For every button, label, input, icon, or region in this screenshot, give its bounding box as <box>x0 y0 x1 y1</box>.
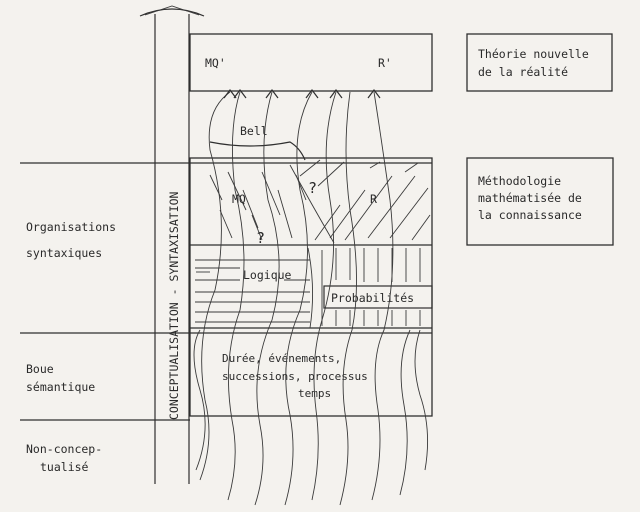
label-organisations-line2: syntaxiques <box>26 246 102 260</box>
region-bell: Bell <box>240 124 268 138</box>
probabilites-box <box>323 285 433 309</box>
top-box-mq-prime: MQ' <box>205 56 226 70</box>
bell-region-curve <box>209 141 306 161</box>
vertical-axis-arrow <box>139 5 205 484</box>
top-box <box>189 33 433 92</box>
region-logique: Logique <box>243 268 292 282</box>
region-r: R <box>370 192 377 206</box>
top-box-r-prime: R' <box>378 56 392 70</box>
question-mark-1: ? <box>308 179 317 197</box>
label-boue-line1: Boue <box>26 362 54 376</box>
theorie-box <box>466 33 613 92</box>
theorie-line1: Théorie nouvelle <box>478 47 589 61</box>
boue-text-line2: successions, processus <box>222 370 368 383</box>
methodologie-line2: mathématisée de <box>478 191 582 205</box>
boue-text-line1: Durée, événements, <box>222 352 341 365</box>
wavy-arrows <box>193 91 429 506</box>
label-non-concept-line2: tualisé <box>40 460 89 474</box>
theorie-line2: de la réalité <box>478 65 568 79</box>
arrow-heads <box>223 89 381 99</box>
label-non-concept-line1: Non-concep- <box>26 442 102 456</box>
vertical-axis-label: CONCEPTUALISATION - SYNTAXISATION <box>167 191 181 420</box>
label-organisations-line1: Organisations <box>26 220 116 234</box>
question-mark-2: ? <box>256 229 265 247</box>
methodologie-box <box>466 157 614 246</box>
probabilites-hatch <box>307 247 421 329</box>
region-probabilites: Probabilités <box>331 291 414 305</box>
region-mq: MQ <box>232 192 246 206</box>
logique-box <box>240 262 284 286</box>
methodologie-line1: Méthodologie <box>478 174 561 188</box>
methodologie-line3: la connaissance <box>478 208 582 222</box>
label-boue-line2: sémantique <box>26 380 95 394</box>
